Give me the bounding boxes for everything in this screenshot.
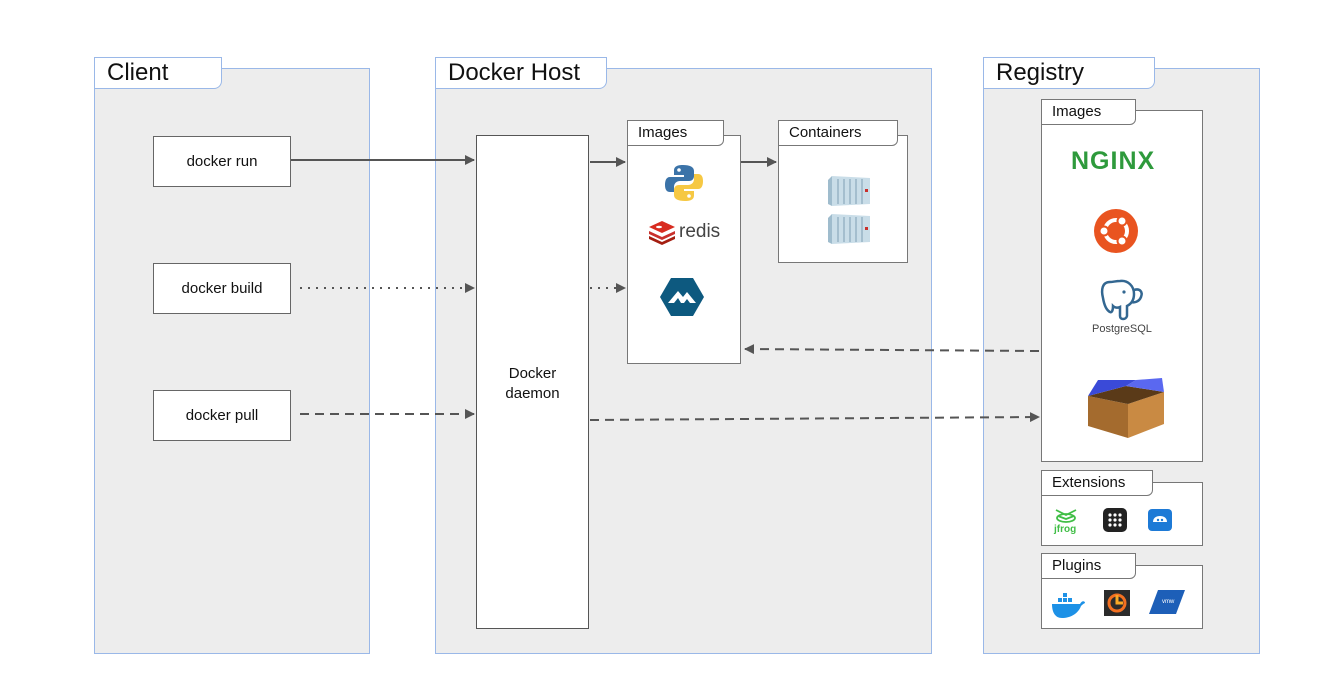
vmware-plugin-icon: vmw [1149, 590, 1185, 614]
registry-to-images-arrow [744, 344, 1040, 355]
postgresql-text: PostgreSQL [1092, 323, 1152, 335]
docker-host-title: Docker Host [435, 57, 607, 89]
docker-pull-command[interactable]: docker pull [153, 390, 291, 441]
host-images-label: Images [627, 120, 724, 146]
host-containers-label: Containers [778, 120, 898, 146]
postgresql-icon [1100, 279, 1143, 321]
registry-plugins-label: Plugins [1041, 553, 1136, 579]
daemon-to-registry-arrow [589, 412, 1040, 423]
python-icon [665, 165, 703, 201]
alpine-icon [660, 278, 704, 316]
docker-hub-icon [1148, 509, 1172, 531]
extension-grid-icon [1103, 508, 1127, 532]
client-title: Client [94, 57, 222, 89]
svg-text:vmw: vmw [1162, 599, 1175, 605]
nginx-logo: NGINX [1071, 147, 1156, 175]
grafana-plugin-icon [1104, 590, 1130, 616]
docker-whale-icon [1052, 593, 1085, 618]
package-box-icon [1088, 378, 1164, 438]
docker-build-command[interactable]: docker build [153, 263, 291, 314]
ubuntu-icon [1094, 209, 1138, 253]
registry-images-label: Images [1041, 99, 1136, 125]
redis-icon [649, 221, 675, 245]
registry-extensions-label: Extensions [1041, 470, 1153, 496]
registry-title: Registry [983, 57, 1155, 89]
jfrog-icon [1055, 509, 1077, 523]
redis-text: redis [679, 221, 721, 242]
container-icon-2 [828, 214, 870, 244]
container-icon-1 [828, 176, 870, 206]
docker-daemon-label: Docker daemon [505, 365, 560, 402]
jfrog-text: jfrog [1054, 524, 1077, 535]
docker-daemon[interactable]: Docker daemon [476, 135, 589, 629]
docker-run-command[interactable]: docker run [153, 136, 291, 187]
